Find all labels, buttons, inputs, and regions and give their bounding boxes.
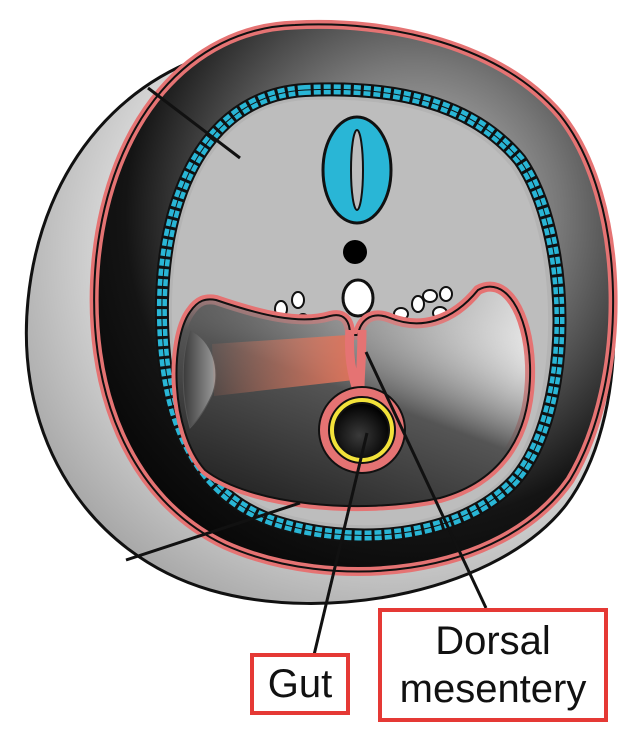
notochord <box>343 240 367 264</box>
dorsal-mesentery-label: Dorsal mesentery <box>378 608 608 722</box>
dorsal-mesentery-label-line1: Dorsal <box>435 617 551 665</box>
gut-label: Gut <box>250 653 350 715</box>
dorsal-aorta <box>343 280 373 316</box>
dorsal-mesentery-label-line2: mesentery <box>400 665 587 713</box>
neural-tube <box>323 117 391 223</box>
gut-label-text: Gut <box>268 662 332 707</box>
